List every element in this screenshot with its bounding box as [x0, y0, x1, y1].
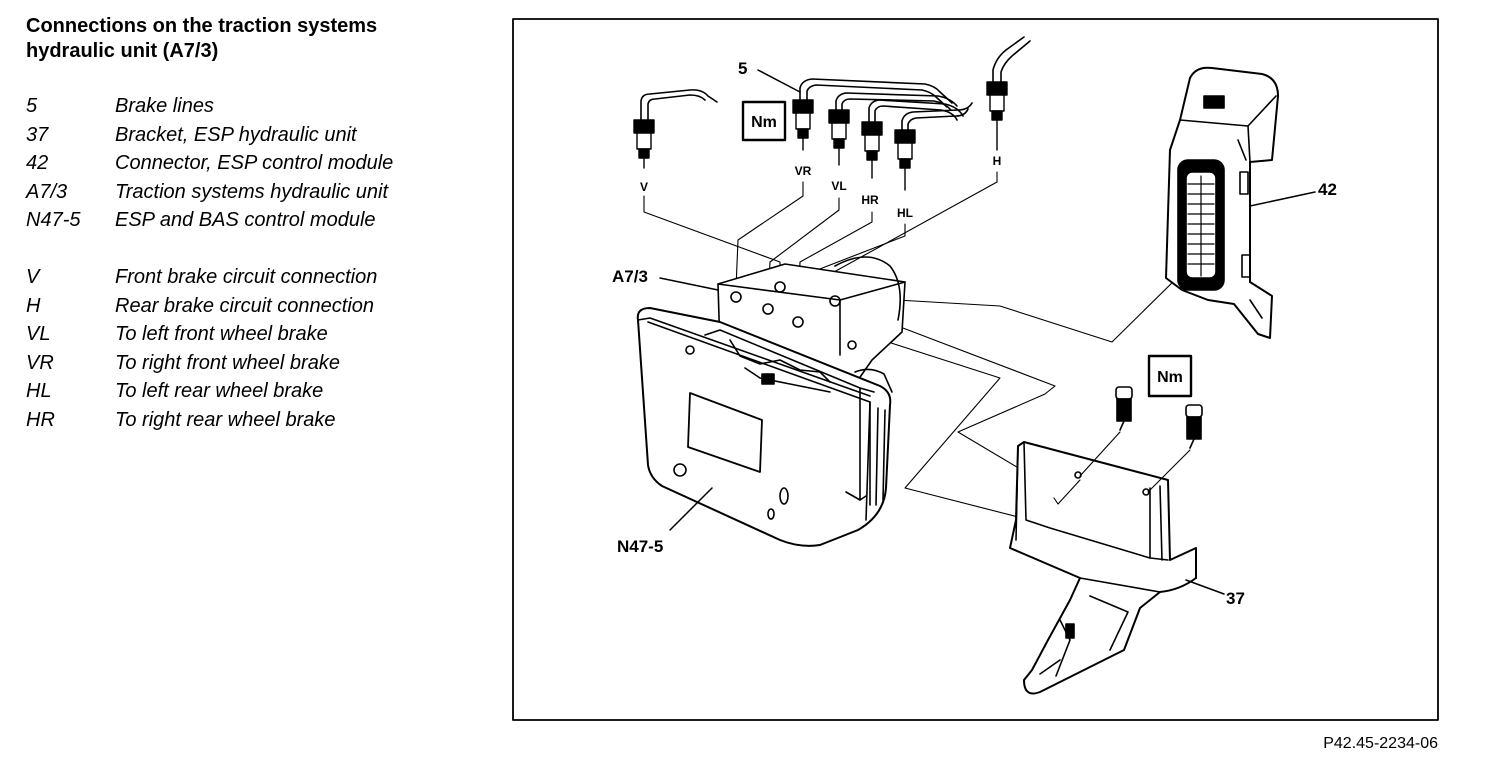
legend-text: Front brake circuit connection [115, 266, 378, 288]
legend-code: 37 [26, 123, 49, 146]
tag-vr: VR [795, 164, 812, 178]
legend-item: N47-5 ESP and BAS control module [26, 209, 486, 238]
legend-connections: V Front brake circuit connection H Rear br… [26, 266, 486, 437]
tag-h: H [993, 154, 1002, 168]
callout-37: 37 [1226, 589, 1245, 608]
legend-code: H [26, 294, 41, 317]
fitting-hr [861, 121, 883, 179]
callout-n47-5: N47-5 [617, 537, 663, 556]
legend-text: Brake lines [115, 95, 214, 117]
control-module-n47-5 [636, 307, 893, 547]
legend-text: Traction systems hydraulic unit [115, 180, 389, 203]
legend-code: HR [26, 408, 55, 431]
legend-text: Rear brake circuit connection [115, 294, 375, 317]
page-title: Connections on the traction systems hydr… [26, 15, 378, 62]
legend-item: V Front brake circuit connection [26, 266, 486, 295]
torque-box-1: Nm [741, 100, 787, 142]
legend-code: V [26, 266, 40, 288]
legend-components: 5 Brake lines 37 Bracket, ESP hydraulic un… [26, 95, 486, 238]
fitting-h [986, 81, 1008, 151]
legend-item: 5 Brake lines [26, 95, 486, 124]
legend-code: 42 [26, 152, 49, 174]
legend-item: HR To right rear wheel brake [26, 409, 486, 438]
tag-hl: HL [897, 206, 913, 220]
torque-box-2: Nm [1147, 354, 1193, 398]
callout-5: 5 [738, 59, 747, 78]
tag-v: V [640, 180, 648, 194]
bracket-bolts [1115, 386, 1203, 449]
brake-line-fittings [633, 81, 1008, 191]
bolt-right [1185, 404, 1203, 449]
legend-text: To right front wheel brake [115, 351, 340, 374]
fitting-vl [828, 109, 850, 166]
diagram-frame [512, 18, 1439, 721]
legend-code: VL [26, 323, 51, 345]
brake-system-diagram: V VR VL HR HL H [512, 18, 1439, 721]
legend-text: ESP and BAS control module [115, 209, 376, 231]
bolt-leaders [1053, 431, 1191, 505]
fitting-v [633, 119, 655, 169]
legend-item: VL To left front wheel brake [26, 323, 486, 352]
legend-text: To right rear wheel brake [115, 408, 336, 431]
callout-a7-3: A7/3 [612, 267, 648, 286]
brake-lines [640, 36, 1031, 131]
bracket-37 [1009, 441, 1197, 695]
legend-code: N47-5 [26, 209, 81, 231]
legend-item: A7/3 Traction systems hydraulic unit [26, 181, 486, 210]
legend-text: Connector, ESP control module [115, 152, 394, 174]
tag-vl: VL [831, 179, 846, 193]
callout-leaders [659, 69, 1316, 595]
legend-item: 37 Bracket, ESP hydraulic unit [26, 124, 486, 153]
figure-id: P42.45-2234-06 [1323, 735, 1438, 752]
legend-code: HL [26, 380, 52, 402]
legend-item: VR To right front wheel brake [26, 352, 486, 381]
torque-label-1: Nm [751, 114, 777, 131]
fitting-vr [792, 99, 814, 151]
tag-hr: HR [861, 193, 879, 207]
legend-text: To left rear wheel brake [115, 380, 324, 402]
legend-item: HL To left rear wheel brake [26, 380, 486, 409]
legend-text: Bracket, ESP hydraulic unit [115, 123, 357, 146]
legend-item: H Rear brake circuit connection [26, 295, 486, 324]
legend-code: A7/3 [26, 180, 68, 203]
bolt-left [1115, 386, 1133, 431]
connector-42 [1165, 66, 1279, 339]
torque-label-2: Nm [1157, 369, 1183, 386]
legend-text: To left front wheel brake [115, 323, 328, 345]
callout-42: 42 [1318, 180, 1337, 199]
legend-code: VR [26, 351, 54, 374]
fitting-hl [894, 129, 916, 191]
legend-code: 5 [26, 95, 38, 117]
legend-item: 42 Connector, ESP control module [26, 152, 486, 181]
